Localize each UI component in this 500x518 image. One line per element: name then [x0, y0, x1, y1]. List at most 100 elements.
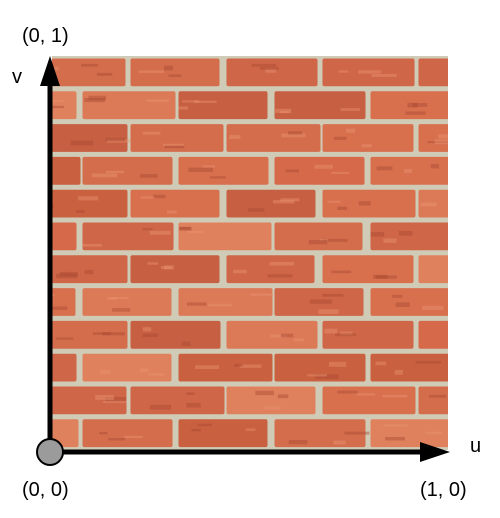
- brick: [418, 58, 448, 87]
- brick-speckle: [331, 171, 350, 174]
- brick: [370, 419, 448, 448]
- brick-speckle: [195, 365, 220, 370]
- brick-speckle: [103, 400, 127, 403]
- brick-speckle: [265, 68, 277, 73]
- brick-speckle: [59, 271, 78, 277]
- brick-speckle: [422, 305, 444, 310]
- brick-speckle: [330, 469, 353, 471]
- brick-speckle: [314, 164, 333, 169]
- brick-speckle: [270, 334, 288, 338]
- brick: [226, 58, 318, 87]
- brick-speckle: [239, 364, 262, 368]
- brick-speckle: [333, 440, 346, 445]
- brick-speckle: [188, 167, 214, 172]
- brick-speckle: [385, 436, 406, 441]
- brick: [274, 419, 366, 448]
- brick-speckle: [318, 309, 339, 315]
- brick-speckle: [179, 226, 191, 230]
- brick-speckle: [17, 162, 29, 164]
- brick-speckle: [164, 65, 174, 71]
- brick: [130, 386, 225, 415]
- brick-speckle: [234, 505, 255, 507]
- brick-speckle: [394, 370, 404, 375]
- brick-speckle: [248, 208, 265, 212]
- brick-speckle: [281, 133, 306, 138]
- brick-speckle: [194, 100, 217, 103]
- brick-speckle: [140, 196, 155, 199]
- brick-speckle: [488, 208, 500, 211]
- brick-speckle: [383, 238, 397, 243]
- brick-speckle: [322, 293, 344, 297]
- brick-speckle: [412, 103, 428, 107]
- brick: [178, 419, 268, 448]
- brick: [322, 320, 414, 349]
- brick-speckle: [272, 200, 295, 204]
- brick: [226, 124, 321, 152]
- brick-speckle: [337, 390, 358, 394]
- brick-speckle: [164, 265, 175, 270]
- brick-speckle: [424, 431, 443, 434]
- brick-speckle: [142, 327, 152, 332]
- brick-speckle: [209, 176, 226, 179]
- brick-speckle: [166, 210, 177, 214]
- brick: [370, 91, 448, 120]
- brick-speckle: [339, 331, 353, 336]
- brick-speckle: [375, 275, 397, 279]
- brick: [52, 189, 128, 218]
- brick-speckle: [10, 367, 34, 372]
- brick-speckle: [358, 70, 382, 74]
- brick-speckle: [345, 128, 356, 133]
- brick: [226, 189, 316, 218]
- brick-speckle: [373, 274, 388, 279]
- brick-speckle: [371, 74, 397, 77]
- brick-speckle: [0, 177, 17, 181]
- brick-speckle: [28, 103, 38, 108]
- brick: [226, 386, 316, 415]
- brick: [418, 124, 448, 152]
- brick-speckle: [162, 143, 184, 146]
- brick-speckle: [179, 226, 192, 231]
- brick-speckle: [430, 163, 439, 169]
- brick-speckle: [383, 424, 408, 427]
- brick-speckle: [275, 108, 292, 113]
- brick: [274, 91, 366, 120]
- brick-speckle: [182, 100, 199, 103]
- brick-speckle: [188, 466, 212, 469]
- brick-speckle: [112, 308, 131, 312]
- top-left-coordinate-label: (0, 1): [22, 25, 69, 47]
- u-axis-arrowhead: [420, 442, 450, 462]
- brick-speckle: [440, 472, 451, 475]
- brick-speckle: [277, 394, 289, 399]
- brick: [370, 353, 448, 382]
- brick-speckle: [489, 392, 500, 397]
- brick-speckle: [68, 458, 84, 462]
- brick-speckle: [376, 473, 387, 477]
- brick: [52, 353, 77, 382]
- brick-speckle: [376, 166, 393, 171]
- brick-speckle: [208, 303, 233, 307]
- brick-speckle: [106, 297, 117, 300]
- v-axis-label: v: [12, 66, 22, 88]
- brick-speckle: [149, 230, 171, 235]
- brick-speckle: [142, 228, 153, 231]
- brick-speckle: [280, 198, 300, 202]
- brick-speckle: [95, 394, 114, 400]
- brick-speckle: [250, 293, 274, 296]
- brick-speckle: [344, 431, 370, 435]
- brick: [274, 288, 364, 316]
- brick-speckle: [293, 338, 304, 342]
- brick-speckle: [287, 506, 308, 509]
- brick-speckle: [160, 266, 172, 270]
- brick: [130, 189, 220, 218]
- brick-speckle: [471, 467, 481, 470]
- brick-speckle: [285, 169, 300, 173]
- brick-speckle: [319, 239, 329, 242]
- brick: [52, 124, 128, 152]
- brick-speckle: [187, 506, 210, 508]
- brick: [323, 452, 415, 480]
- brick: [322, 124, 414, 152]
- brick-speckle: [191, 428, 201, 432]
- brick-speckle: [52, 204, 54, 208]
- brick-speckle: [177, 470, 202, 472]
